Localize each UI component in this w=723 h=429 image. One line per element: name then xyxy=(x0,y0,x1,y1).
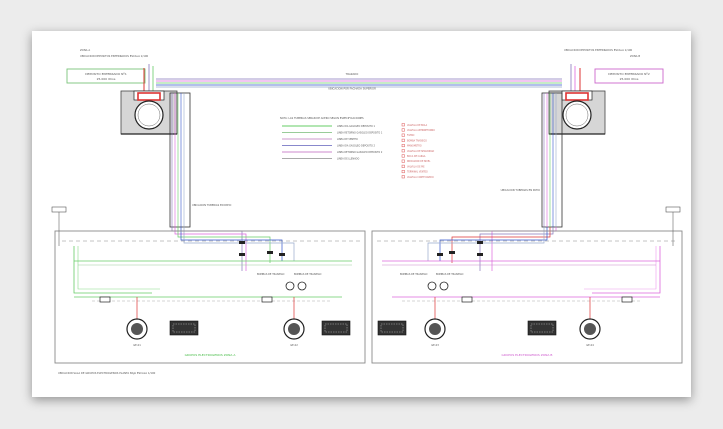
legend-symbol-label: VALVULA DE SEGURIDAD xyxy=(407,150,435,153)
tank-left-block: ZONA A UBICACION DEPOSITOS ENTERRADOS ES… xyxy=(66,48,178,135)
room-left-vent-terminal xyxy=(51,206,67,213)
legend-line-label: LINEA RETORNO GASOLEO DEPOSITO 1 xyxy=(337,131,383,134)
filter-icon xyxy=(461,296,473,303)
legend-symbol-label: VALVULA CORTE RAPIDO xyxy=(407,176,434,179)
tank-right-label: DEPOSITO ENTERRADO Nº2 xyxy=(608,72,650,76)
legend-symbol-icon xyxy=(401,133,405,137)
pipes-right-to-room xyxy=(427,227,557,271)
room-left-pump-label-1: BOMBAS DE TRASIEGO xyxy=(257,273,284,276)
room-left-pump-label-2: BOMBAS DE TRASIEGO xyxy=(294,273,321,276)
top-route-upper-label: TRAZADO xyxy=(346,72,359,76)
legend-symbol-icon xyxy=(401,144,405,148)
tank-right-label-box xyxy=(594,68,664,84)
tank-right-note-2: ZONA B xyxy=(630,54,640,58)
pump-icon xyxy=(285,281,295,291)
room-right-pump-label-1: BOMBAS DE TRASIEGO xyxy=(400,273,427,276)
genset-left-2: GE-02 xyxy=(283,318,351,347)
footer-note: UBICACION SALA DE GRUPOS ELECTROGENOS PL… xyxy=(58,371,156,375)
legend-symbol-label: FILTRO xyxy=(407,134,415,137)
tank-left-vessel xyxy=(134,100,164,130)
legend-symbol-icon xyxy=(401,170,405,174)
shaft-right-label: UBICACION TUBERIAS EN PATIO xyxy=(501,188,540,192)
room-right-vent-terminal xyxy=(665,206,681,213)
genset-left-2-label: GE-02 xyxy=(290,343,298,347)
tank-right-manhole-red xyxy=(565,92,589,101)
shaft-left-label: UBICACION TUBERIAS EN PATIO xyxy=(192,203,231,207)
room-right: BOMBAS DE TRASIEGO BOMBAS DE TRASIEGO GE… xyxy=(371,206,683,364)
legend-symbol-label: TERMINAL VENTEO xyxy=(407,171,428,174)
legend-symbol-icon xyxy=(401,128,405,132)
legend-symbol-label: BOCA DE CARGA xyxy=(407,155,426,158)
legend-symbol-icon xyxy=(401,159,405,163)
room-right-pump-label-2: BOMBAS DE TRASIEGO xyxy=(436,273,463,276)
filter-icon xyxy=(99,296,111,303)
room-right-title: GRUPOS ELECTROGENOS ZONA B xyxy=(502,353,553,357)
genset-left-1-label: GE-01 xyxy=(133,343,141,347)
legend-line-label: LINEA DE VENTEO xyxy=(337,138,358,141)
filter-icon xyxy=(261,296,273,303)
tank-left-label: DEPOSITO ENTERRADO Nº1 xyxy=(85,72,127,76)
legend-symbol-icon xyxy=(401,149,405,153)
room-left-border xyxy=(54,230,366,364)
legend-symbol-icon xyxy=(401,154,405,158)
top-pipe-run: TRAZADO UBICACION POR FACHADA SUPERIOR xyxy=(156,72,562,91)
shaft-left: UBICACION TUBERIAS EN PATIO xyxy=(169,92,231,228)
legend-symbol-label: BOMBA TRASIEGO xyxy=(407,139,427,142)
legend-title: NOTA: LAS TUBERIAS SERAN DE ACERO SEGUN … xyxy=(280,116,364,120)
genset-right-1-label: GE-03 xyxy=(431,343,439,347)
top-route-main-label: UBICACION POR FACHADA SUPERIOR xyxy=(328,87,376,91)
shaft-right: UBICACION TUBERIAS EN PATIO xyxy=(501,92,563,228)
genset-right-1: GE-03 xyxy=(377,318,446,347)
legend-line-label: LINEA IDA GASOLEO DEPOSITO 2 xyxy=(337,144,376,147)
genset-right-2: GE-04 xyxy=(527,318,601,347)
filter-icon xyxy=(621,296,633,303)
legend-symbol-icon xyxy=(401,123,405,127)
pipes-left-to-room xyxy=(171,227,295,271)
legend-symbol-label: MANOMETRO xyxy=(407,145,422,148)
tank-left-note-2: UBICACION DEPOSITOS ENTERRADOS ESCALA 1/… xyxy=(80,54,148,58)
tank-right-capacity: 25.000 litros xyxy=(620,77,639,81)
drawing-sheet: ZONA A UBICACION DEPOSITOS ENTERRADOS ES… xyxy=(32,31,691,397)
legend-symbol-label: INDICADOR DE NIVEL xyxy=(407,160,431,163)
legend-line-label: LINEA IDA GASOLEO DEPOSITO 1 xyxy=(337,125,376,128)
legend-symbol-icon xyxy=(401,164,405,168)
tank-left-label-box xyxy=(66,68,146,84)
tank-left-manhole-red xyxy=(137,92,161,101)
tank-left-note-1: ZONA A xyxy=(80,48,90,52)
genset-left-1: GE-01 xyxy=(126,318,199,347)
pump-icon xyxy=(297,281,307,291)
genset-right-2-label: GE-04 xyxy=(586,343,594,347)
legend-symbol-icon xyxy=(401,138,405,142)
room-right-border xyxy=(371,230,683,364)
pump-icon xyxy=(427,281,437,291)
tank-right-vessel-inner xyxy=(565,103,589,127)
legend-symbol-label: VALVULA DE PIE xyxy=(407,165,425,168)
legend-symbol-label: VALVULA ANTIRRETORNO xyxy=(407,129,435,132)
tank-right-note-1: UBICACION DEPOSITOS ENTERRADOS ESCALA 1/… xyxy=(564,48,632,52)
legend-line-label: LINEA RETORNO GASOLEO DEPOSITO 2 xyxy=(337,151,383,154)
room-left-title: GRUPOS ELECTROGENOS ZONA A xyxy=(185,353,237,357)
legend-symbol-label: VALVULA DE BOLA xyxy=(407,124,428,127)
tank-right-vessel xyxy=(562,100,592,130)
legend-symbol-icon xyxy=(401,175,405,179)
tank-right-block: UBICACION DEPOSITOS ENTERRADOS ESCALA 1/… xyxy=(548,48,664,135)
tank-left-capacity: 25.000 litros xyxy=(97,77,116,81)
tank-left-vessel-inner xyxy=(137,103,161,127)
legend-line-label: LINEA DE LLENADO xyxy=(337,157,359,160)
legend: NOTA: LAS TUBERIAS SERAN DE ACERO SEGUN … xyxy=(280,116,435,179)
room-left: BOMBAS DE TRASIEGO BOMBAS DE TRASIEGO GE… xyxy=(51,206,366,364)
schematic-drawing: ZONA A UBICACION DEPOSITOS ENTERRADOS ES… xyxy=(51,48,683,375)
pump-icon xyxy=(439,281,449,291)
